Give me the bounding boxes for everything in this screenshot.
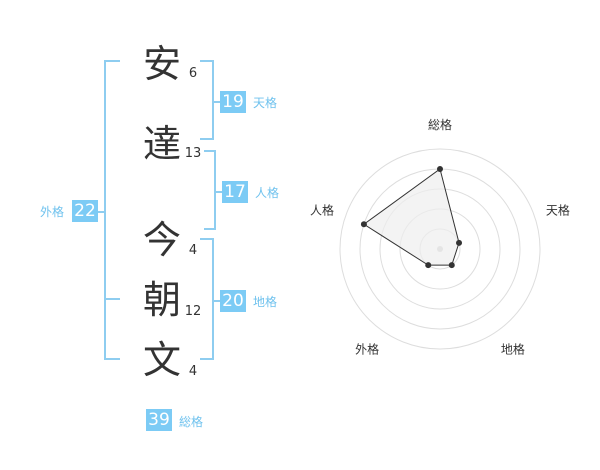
radar-polygon xyxy=(363,168,460,266)
chikaku-bracket-top xyxy=(200,238,214,240)
tenkaku-bracket-top xyxy=(200,60,214,62)
radar-point-3 xyxy=(448,262,455,269)
jinkaku-bracket-vertical xyxy=(214,150,216,230)
radar-axis-label-5: 人格 xyxy=(310,203,334,218)
jinkaku-bracket-bottom xyxy=(204,228,216,230)
gaikaku-label: 外格 xyxy=(40,205,65,219)
stroke-count-2: 13 xyxy=(184,146,202,161)
tenkaku-bracket-tick xyxy=(214,101,220,103)
radar-point-2 xyxy=(456,239,463,246)
jinkaku-bracket-tick xyxy=(216,191,222,193)
tenkaku-label: 天格 xyxy=(253,96,278,110)
kanji-char-1: 安 xyxy=(142,42,181,86)
gaikaku-bracket-mid xyxy=(104,298,120,300)
tenkaku-bracket-bottom xyxy=(200,138,214,140)
tenkaku-bracket-vertical xyxy=(212,60,214,140)
stroke-count-4: 12 xyxy=(184,304,202,319)
radar-point-5 xyxy=(360,221,367,228)
chikaku-label: 地格 xyxy=(253,295,278,309)
radar-point-4 xyxy=(425,262,432,269)
radar-point-1 xyxy=(437,166,443,172)
gaikaku-bracket-top xyxy=(104,60,120,62)
soukaku-label: 総格 xyxy=(179,415,204,429)
kanji-char-2: 達 xyxy=(142,122,181,166)
radar-axis-label-2: 天格 xyxy=(546,203,570,218)
chikaku-value-badge: 20 xyxy=(220,290,246,312)
kanji-char-5: 文 xyxy=(142,338,181,382)
chikaku-bracket-vertical xyxy=(212,238,214,360)
radar-axis-label-4: 外格 xyxy=(355,341,379,356)
stroke-count-5: 4 xyxy=(188,364,198,379)
chikaku-bracket-tick xyxy=(214,300,220,302)
jinkaku-label: 人格 xyxy=(255,186,280,200)
soukaku-value-badge: 39 xyxy=(146,409,172,431)
kanji-char-3: 今 xyxy=(142,218,181,262)
gaikaku-bracket-bottom xyxy=(104,358,120,360)
radar-ring-5 xyxy=(339,148,541,350)
stroke-count-3: 4 xyxy=(188,243,198,258)
jinkaku-value-badge: 17 xyxy=(222,181,248,203)
radar-axis-label-1: 総格 xyxy=(428,117,452,132)
jinkaku-bracket-top xyxy=(204,150,216,152)
tenkaku-value-badge: 19 xyxy=(220,91,246,113)
gaikaku-value-badge: 22 xyxy=(72,200,98,222)
gaikaku-bracket-vertical xyxy=(104,60,106,360)
gaikaku-bracket-tick xyxy=(98,211,104,213)
radar-axis-label-3: 地格 xyxy=(501,341,525,356)
kanji-char-4: 朝 xyxy=(142,278,181,322)
chikaku-bracket-bottom xyxy=(200,358,214,360)
stroke-count-1: 6 xyxy=(188,66,198,81)
